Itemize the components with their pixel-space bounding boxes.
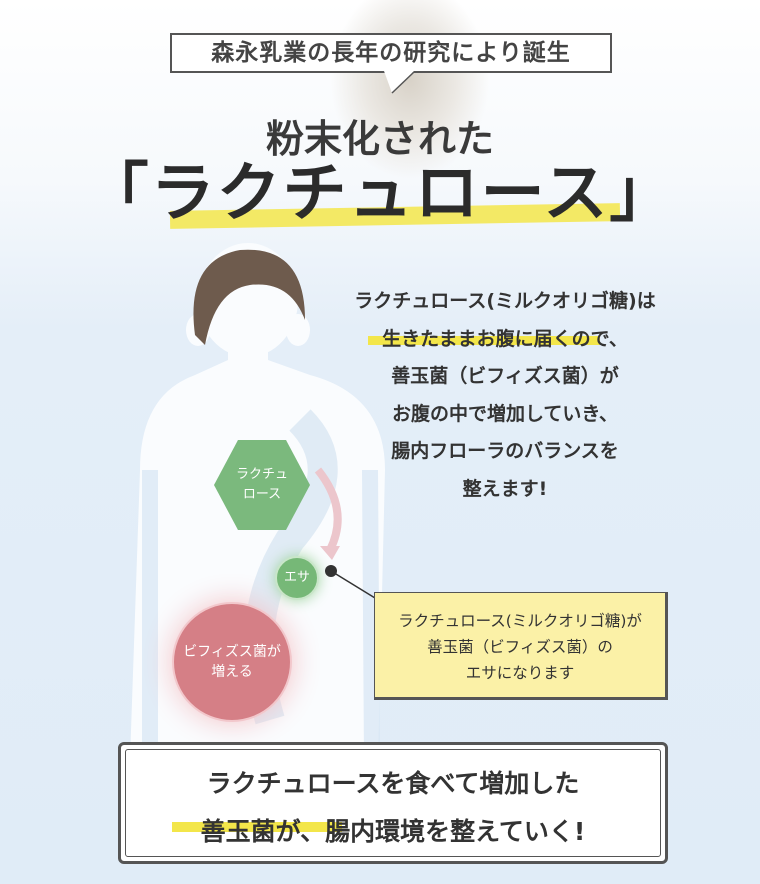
subtitle: 粉末化された: [265, 117, 494, 161]
powder-image: [330, 0, 490, 180]
text-underline: [368, 336, 600, 345]
description-line: 腸内フローラのバランスを: [391, 440, 619, 462]
arrow-icon: [314, 467, 342, 552]
note-line: エサになります: [465, 664, 575, 682]
description-line: 生きたままお腹に届くので、: [382, 327, 628, 350]
conclusion-highlight: [172, 822, 342, 832]
lactulose-hexagon: ラクチュロース: [214, 440, 310, 530]
conclusion-line: ラクチュロースを食べて増加した: [206, 769, 580, 798]
note-line: ラクチュロース(ミルクオリゴ糖)が: [398, 612, 642, 630]
hair: [193, 249, 305, 345]
feed-circle: エサ: [275, 556, 319, 600]
description: ラクチュロース(ミルクオリゴ糖)は 生きたままお腹に届くので、 善玉菌（ビフィズ…: [340, 283, 670, 508]
page-title: 「ラクチュロース」: [84, 156, 676, 231]
description-line: 整えます!: [462, 477, 548, 500]
note-line: 善玉菌（ビフィズス菌）の: [427, 638, 613, 656]
bifido-circle: ビフィズス菌が増える: [172, 602, 292, 722]
note-box: ラクチュロース(ミルクオリゴ糖)が 善玉菌（ビフィズス菌）の エサになります: [374, 592, 668, 700]
pointer-dot: [325, 565, 337, 577]
description-line: お腹の中で増加していき、: [391, 402, 619, 425]
conclusion-box: ラクチュロースを食べて増加した 善玉菌が、腸内環境を整えていく!: [118, 742, 668, 864]
description-line: 善玉菌（ビフィズス菌）が: [391, 365, 619, 387]
bifido-label: ビフィズス菌が: [183, 644, 281, 660]
description-line: ラクチュロース(ミルクオリゴ糖)は: [354, 290, 656, 312]
hexagon-label: ロース: [242, 487, 282, 502]
hexagon-label: ラクチュ: [235, 467, 288, 482]
bubble-tail: [384, 71, 415, 94]
conclusion-line: 善玉菌が、腸内環境を整えていく!: [200, 817, 586, 846]
bifido-label: 増える: [211, 664, 253, 680]
speech-bubble: 森永乳業の長年の研究により誕生: [170, 33, 612, 73]
